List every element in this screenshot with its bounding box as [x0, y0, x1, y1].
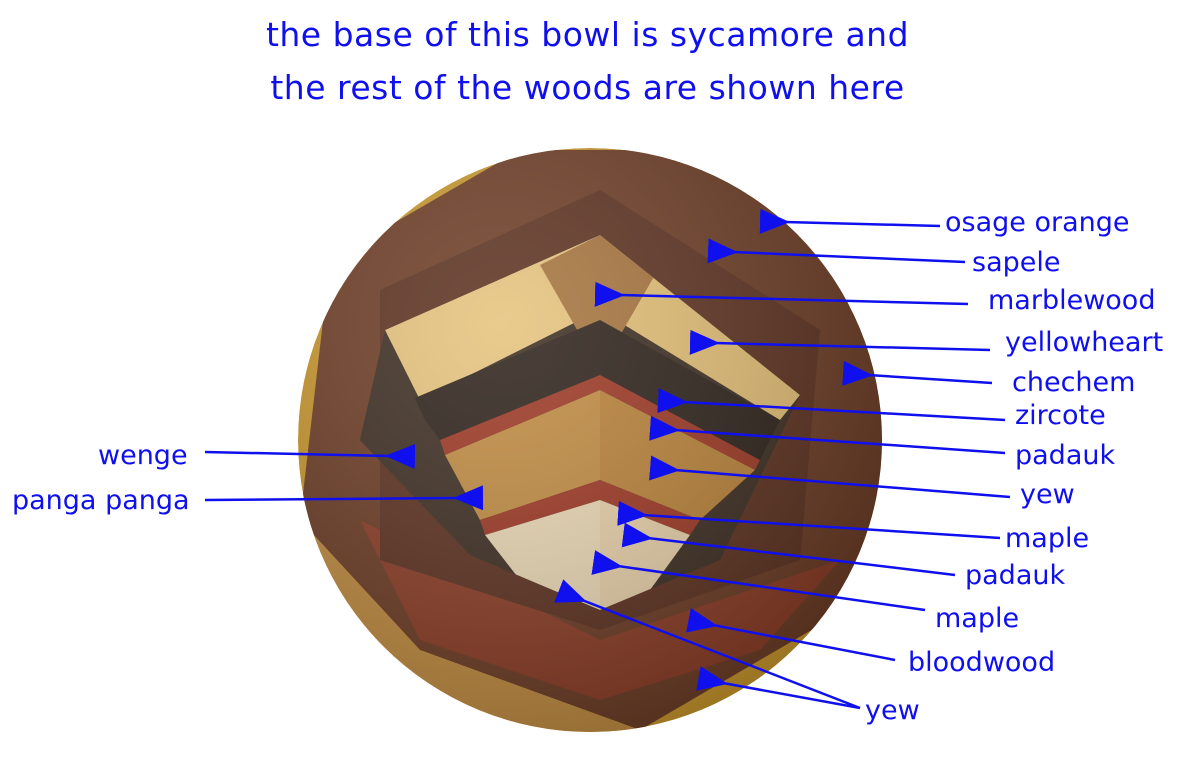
arrow-yellowheart — [689, 329, 991, 355]
label-zircote: zircote — [1015, 400, 1106, 431]
arrow-maple-2 — [591, 550, 926, 612]
bowl-photo — [298, 148, 882, 732]
arrow-maple — [617, 500, 1001, 540]
label-yew-2: yew — [865, 695, 920, 726]
label-marblewood: marblewood — [988, 285, 1156, 316]
arrow-wenge — [204, 444, 416, 470]
arrow-chechem — [842, 360, 993, 386]
label-maple: maple — [1005, 523, 1090, 554]
arrow-yew — [649, 455, 1011, 499]
label-chechem: chechem — [1012, 367, 1136, 398]
label-padauk-2: padauk — [965, 560, 1066, 591]
arrow-yew-inner — [554, 579, 861, 710]
label-sapele: sapele — [972, 247, 1061, 278]
label-wenge: wenge — [98, 440, 188, 471]
arrow-padauk — [649, 415, 1006, 455]
label-bloodwood: bloodwood — [908, 647, 1056, 678]
arrow-bloodwood — [686, 608, 896, 662]
arrow-panga-panga — [204, 485, 484, 511]
arrow-zircote — [657, 388, 1006, 422]
arrow-yew-outer — [696, 666, 861, 710]
label-osage-orange: osage orange — [945, 207, 1130, 238]
label-maple-2: maple — [935, 603, 1020, 634]
arrow-sapele — [707, 238, 966, 264]
label-padauk: padauk — [1015, 440, 1116, 471]
arrow-osage-orange — [759, 208, 941, 234]
arrow-padauk-2 — [621, 522, 956, 577]
title-line-2: the rest of the woods are shown here — [270, 68, 905, 107]
title-line-1: the base of this bowl is sycamore and — [265, 15, 910, 54]
label-yew: yew — [1020, 479, 1075, 510]
annotation-arrows — [204, 208, 1011, 710]
label-yellowheart: yellowheart — [1005, 327, 1164, 358]
label-panga-panga: panga panga — [12, 485, 190, 516]
arrow-marblewood — [594, 281, 969, 307]
